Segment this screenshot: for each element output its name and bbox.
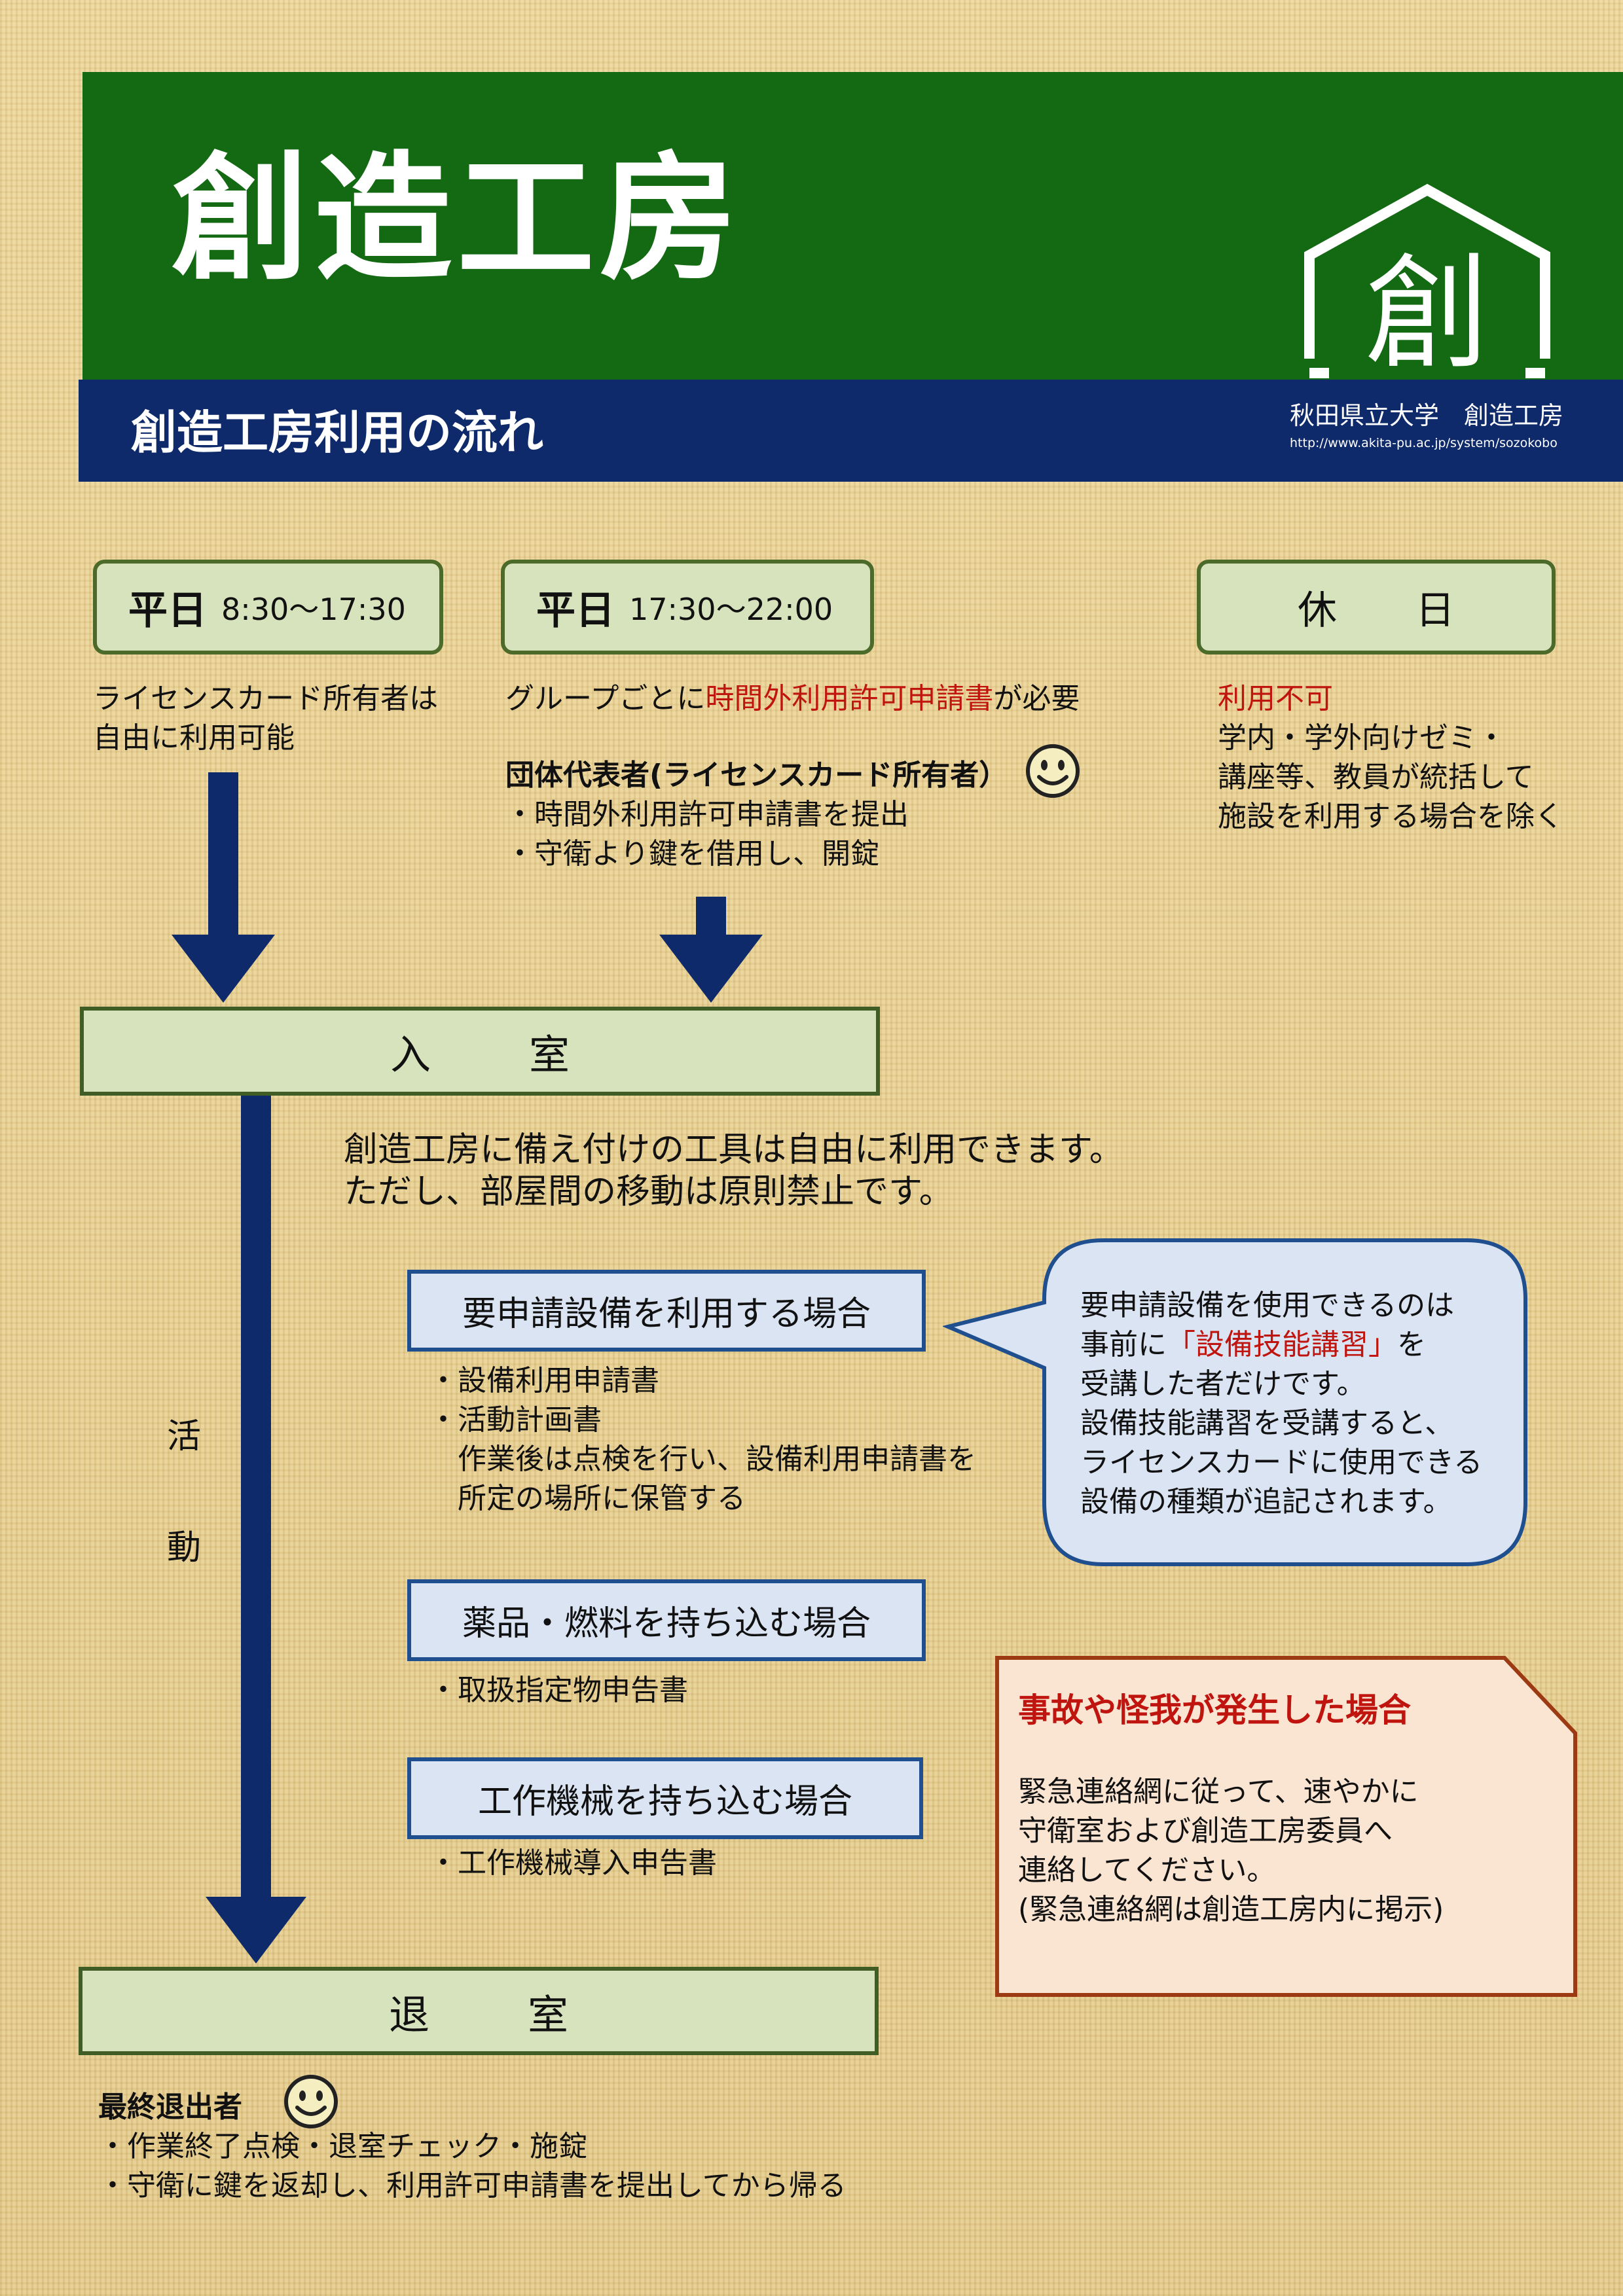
bubble-line: 設備の種類が追記されます。 <box>1080 1485 1452 1518</box>
case-equipment-title: 要申請設備を利用する場合 <box>462 1295 871 1334</box>
case-item: ・設備利用申請書 <box>429 1364 659 1397</box>
arrow-head-day <box>172 935 275 1003</box>
weekday-night-box: 平日 17:30〜22:00 <box>501 560 874 655</box>
holiday-box: 休 日 <box>1197 560 1556 655</box>
organization-name: 秋田県立大学 創造工房 <box>1290 401 1564 430</box>
bubble-text: 要申請設備を使用できるのは 事前に「設備技能講習」を 受講した者だけです。 設備… <box>1080 1286 1482 1522</box>
logo-glyph: 創 <box>1365 242 1489 380</box>
weekday-day-box: 平日 8:30〜17:30 <box>93 560 443 655</box>
case-item: ・取扱指定物申告書 <box>429 1674 688 1707</box>
subtitle: 創造工房利用の流れ <box>131 406 543 459</box>
page-title: 創造工房 <box>172 139 743 299</box>
final-exit-item: ・作業終了点検・退室チェック・施錠 <box>98 2130 588 2163</box>
representative-items: ・時間外利用許可申請書を提出 ・守衛より鍵を借用し、開錠 <box>505 795 909 874</box>
bubble-line: 事前に「設備技能講習」を <box>1080 1325 1482 1365</box>
night-note-suffix: が必要 <box>993 682 1080 715</box>
representative-item: ・守衛より鍵を借用し、開錠 <box>505 837 880 870</box>
bubble-line2-prefix: 事前に <box>1080 1328 1167 1361</box>
holiday-line: 学内・学外向けゼミ・ <box>1218 721 1506 755</box>
weekday-day-time: 8:30〜17:30 <box>221 591 406 627</box>
intro-line: ただし、部屋間の移動は原則禁止です。 <box>344 1172 953 1211</box>
case-item: 作業後は点検を行い、設備利用申請書を <box>429 1443 976 1476</box>
accident-title: 事故や怪我が発生した場合 <box>1018 1691 1411 1729</box>
bubble-line: 設備技能講習を受講すると、 <box>1080 1407 1454 1440</box>
case-chemicals-items: ・取扱指定物申告書 <box>429 1671 688 1710</box>
final-exit-item: ・守衛に鍵を返却し、利用許可申請書を提出してから帰る <box>98 2169 847 2202</box>
organization-url: http://www.akita-pu.ac.jp/system/sozokob… <box>1290 436 1558 450</box>
exit-box: 退室 <box>79 1967 879 2055</box>
case-equipment-box: 要申請設備を利用する場合 <box>407 1270 926 1352</box>
final-exit-items: ・作業終了点検・退室チェック・施錠 ・守衛に鍵を返却し、利用許可申請書を提出して… <box>98 2127 847 2206</box>
accident-line: (緊急連絡網は創造工房内に掲示) <box>1018 1893 1444 1926</box>
case-item: ・工作機械導入申告書 <box>429 1846 717 1880</box>
case-machines-items: ・工作機械導入申告書 <box>429 1844 717 1883</box>
arrow-shaft-night <box>696 897 726 936</box>
bubble-line: 受講した者だけです。 <box>1080 1367 1366 1401</box>
activity-intro: 創造工房に備え付けの工具は自由に利用できます。 ただし、部屋間の移動は原則禁止で… <box>344 1129 1123 1213</box>
house-logo-icon: 創 <box>1303 183 1552 386</box>
activity-label-1: 活 <box>167 1417 202 1456</box>
night-note-prefix: グループごとに <box>505 682 706 715</box>
final-exit-title: 最終退出者 <box>98 2090 242 2124</box>
weekday-night-label: 平日 <box>536 588 615 634</box>
accident-text: 緊急連絡網に従って、速やかに 守衛室および創造工房委員へ 連絡してください。 (… <box>1018 1772 1444 1929</box>
weekday-day-note: ライセンスカード所有者は 自由に利用可能 <box>93 679 438 758</box>
speech-bubble <box>943 1238 1527 1566</box>
case-chemicals-box: 薬品・燃料を持ち込む場合 <box>407 1579 926 1661</box>
smiley-icon <box>1026 744 1080 798</box>
bubble-line: ライセンスカードに使用できる <box>1080 1446 1483 1479</box>
bubble-line2-suffix: を <box>1397 1328 1426 1361</box>
holiday-line: 施設を利用する場合を除く <box>1218 800 1563 833</box>
representative-title: 団体代表者(ライセンスカード所有者） <box>505 759 1008 792</box>
night-note-highlight: 時間外利用許可申請書 <box>705 682 994 715</box>
accident-line: 緊急連絡網に従って、速やかに <box>1018 1775 1419 1808</box>
intro-line: 創造工房に備え付けの工具は自由に利用できます。 <box>344 1130 1123 1170</box>
case-chemicals-title: 薬品・燃料を持ち込む場合 <box>462 1604 871 1643</box>
accident-box <box>995 1656 1577 1997</box>
subtitle-bar <box>79 380 1623 482</box>
weekday-day-line: ライセンスカード所有者は <box>93 682 439 715</box>
weekday-night-note: グループごとに時間外利用許可申請書が必要 <box>505 679 1080 719</box>
smiley-icon <box>284 2075 338 2128</box>
accident-line: 守衛室および創造工房委員へ <box>1018 1814 1393 1848</box>
bubble-line: 要申請設備を使用できるのは <box>1080 1289 1455 1322</box>
weekday-day-line: 自由に利用可能 <box>93 721 295 755</box>
enter-label: 入室 <box>390 1031 668 1079</box>
holiday-label: 休 日 <box>1298 588 1455 634</box>
holiday-status: 利用不可 <box>1218 682 1333 715</box>
arrow-shaft-day <box>208 772 238 936</box>
case-machines-title: 工作機械を持ち込む場合 <box>477 1782 852 1821</box>
arrow-head-night <box>659 935 763 1003</box>
case-machines-box: 工作機械を持ち込む場合 <box>407 1757 923 1839</box>
case-item: 所定の場所に保管する <box>429 1482 746 1515</box>
holiday-line: 講座等、教員が統括して <box>1218 761 1534 794</box>
weekday-day-label: 平日 <box>128 588 207 634</box>
weekday-night-time: 17:30〜22:00 <box>629 591 833 627</box>
enter-box: 入室 <box>80 1007 880 1096</box>
case-equipment-items: ・設備利用申請書 ・活動計画書 作業後は点検を行い、設備利用申請書を 所定の場所… <box>429 1361 976 1518</box>
exit-label: 退室 <box>388 1990 666 2039</box>
representative-item: ・時間外利用許可申請書を提出 <box>505 798 909 831</box>
arrow-head-exit <box>206 1897 306 1964</box>
bubble-line2-highlight: 「設備技能講習」 <box>1167 1328 1397 1361</box>
holiday-note: 利用不可 学内・学外向けゼミ・ 講座等、教員が統括して 施設を利用する場合を除く <box>1218 679 1563 836</box>
activity-label-2: 動 <box>167 1528 202 1568</box>
case-item: ・活動計画書 <box>429 1403 602 1437</box>
activity-line <box>241 1090 271 1898</box>
accident-line: 連絡してください。 <box>1018 1854 1276 1887</box>
